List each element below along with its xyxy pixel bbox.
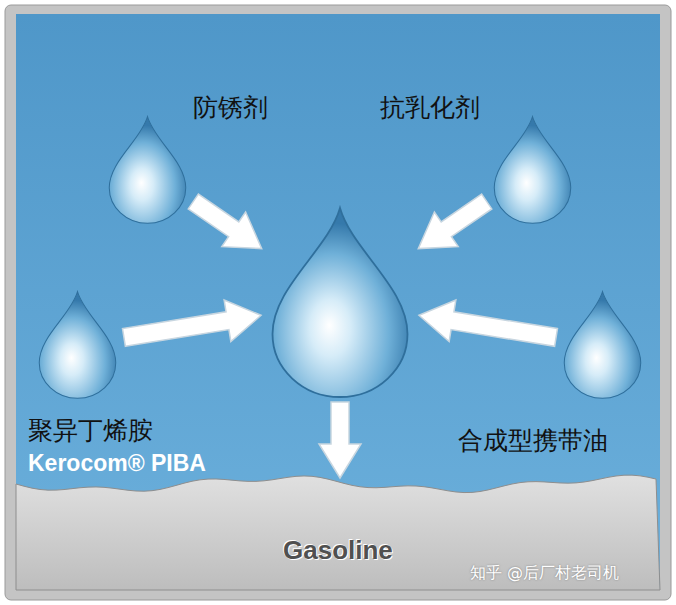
- droplet-outline: [109, 117, 186, 224]
- droplet-shape: [560, 290, 645, 400]
- additive-droplet: 合成型携带油: [560, 290, 645, 400]
- fuel-label: Gasoline: [283, 535, 393, 566]
- droplet-shape: [490, 115, 575, 225]
- droplet-shape: [105, 115, 190, 225]
- additive-droplet: 聚异丁烯胺Kerocom® PIBA: [35, 290, 120, 400]
- flow-arrow: [319, 402, 361, 478]
- additive-label: Kerocom® PIBA: [28, 450, 206, 478]
- additive-droplet: 抗乳化剂: [490, 115, 575, 225]
- droplet-shape: [265, 205, 415, 400]
- gasoline-outline: [16, 475, 660, 590]
- additive-label: 抗乳化剂: [380, 93, 480, 123]
- flow-arrow: [419, 300, 558, 346]
- droplet-outline: [494, 117, 571, 224]
- droplet-shape: [35, 290, 120, 400]
- blue-panel: [16, 14, 660, 590]
- frame: [5, 5, 671, 600]
- flow-arrow: [123, 300, 262, 346]
- flow-arrow: [188, 194, 262, 249]
- additive-label: 防锈剂: [193, 93, 268, 123]
- additive-label: 聚异丁烯胺: [28, 416, 153, 446]
- droplet-outline: [564, 292, 641, 399]
- flow-arrow: [418, 194, 492, 249]
- droplet-outline: [273, 208, 408, 397]
- watermark: 知乎 @后厂村老司机: [470, 563, 619, 584]
- additive-droplet: [265, 205, 415, 400]
- additive-label: 合成型携带油: [458, 426, 608, 456]
- additive-droplet: 防锈剂: [105, 115, 190, 225]
- droplet-outline: [39, 292, 116, 399]
